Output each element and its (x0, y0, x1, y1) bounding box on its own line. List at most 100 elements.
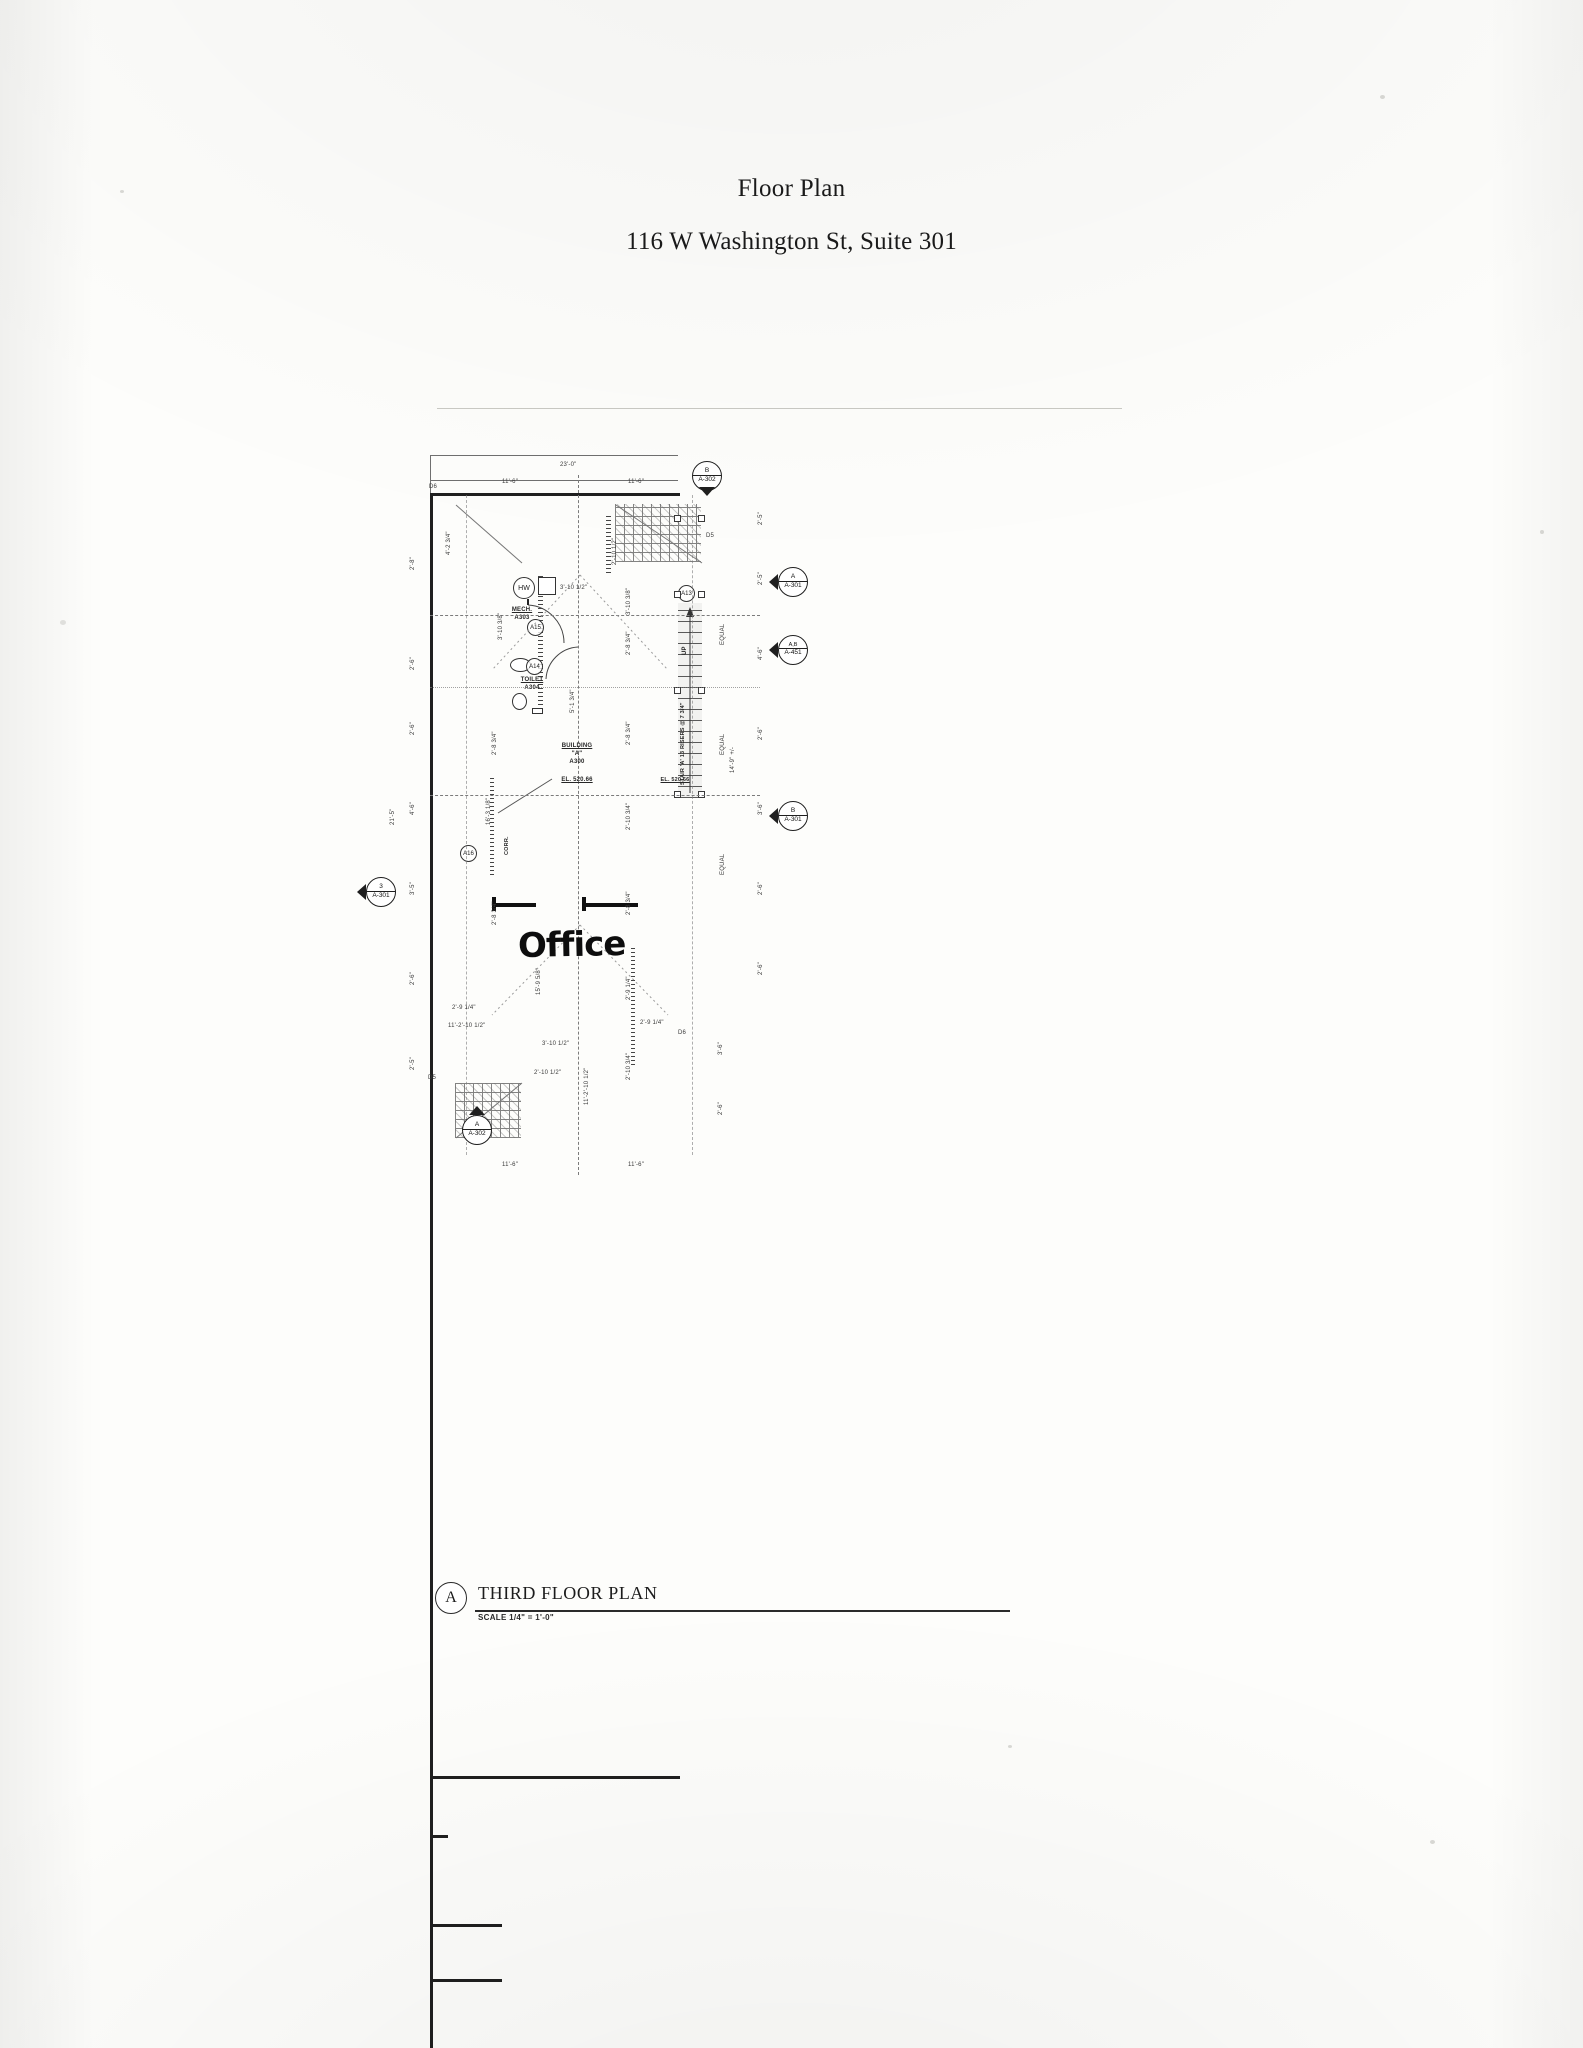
dim-interior-13: 2'-10 3/4" (626, 1052, 632, 1080)
toilet-accessory (532, 708, 543, 714)
scan-speck (1540, 530, 1544, 534)
grid-line-horizontal-a (430, 615, 760, 616)
section-pointer-icon (699, 487, 715, 496)
architectural-drawing: 23'-0" 11'-6" 11'-6" D6 (357, 455, 1150, 2048)
detail-bubble-a15[interactable]: A15 (527, 619, 544, 636)
scan-speck (1008, 1745, 1012, 1748)
dim-left-overall: 21'-5" (390, 808, 396, 825)
exterior-wall-right (430, 1136, 433, 1776)
building-designation: "A" (571, 751, 583, 757)
dim-line-top-overall (430, 455, 678, 456)
detail-bubble-a16[interactable]: A16 (460, 845, 477, 862)
elevation-label: EL. 520.66 (561, 777, 593, 783)
grid-line-horizontal-c (430, 687, 760, 688)
page-subtitle: 116 W Washington St, Suite 301 (626, 228, 957, 255)
scan-speck (1380, 95, 1385, 99)
dim-right-seg-7: 2'-6" (758, 962, 764, 975)
dim-tick (430, 456, 431, 468)
section-marker-sheet: A-451 (779, 648, 807, 657)
mech-door-swing-icon (527, 599, 565, 644)
mech-wall-hatch (538, 573, 543, 713)
dim-interior-11: 2'-8 3/4" (626, 891, 632, 915)
beam-symbol-left (492, 903, 536, 907)
room-label-mech: MECH. (511, 607, 533, 613)
dim-left-seg-5: 3'-5" (410, 882, 416, 895)
beam-end-right (582, 897, 586, 911)
diagonal-construction-lines (455, 504, 703, 1139)
detail-bubble-a14[interactable]: A14 (526, 658, 543, 675)
section-marker-sheet: A-302 (463, 1129, 491, 1138)
dim-left-seg-4: 4'-6" (410, 802, 416, 815)
dim-top-overall: 23'-0" (560, 462, 577, 468)
exterior-wall-left-inner (430, 1779, 433, 1835)
scan-speck (1430, 1840, 1435, 1844)
hw-water-heater-symbol: HW (513, 577, 535, 599)
section-pointer-icon (469, 1106, 485, 1115)
elevation-label-right: EL. 520.66 (660, 777, 690, 783)
dim-right-seg-2: 2'-5" (758, 572, 764, 585)
dim-left-seg-2: 2'-6" (410, 657, 416, 670)
grid-line-vertical-right (692, 495, 693, 1155)
dim-interior-9: 2'-8 3/4" (626, 721, 632, 745)
section-marker-id: B (704, 467, 710, 475)
dim-interior-12: 2'-9 1/4" (626, 976, 632, 1000)
handwritten-office-annotation: Office (517, 923, 626, 967)
dim-line-top-bays (430, 480, 678, 481)
wall-step (430, 1835, 448, 1838)
mech-room-wall-left (430, 1927, 433, 1979)
grid-node (698, 515, 705, 522)
dim-left-seg-1: 2'-8" (410, 557, 416, 570)
section-marker-id: A (474, 1121, 480, 1129)
section-pointer-icon (769, 642, 778, 658)
mech-equipment-symbol (538, 577, 556, 595)
water-closet-fixture (512, 693, 527, 710)
dim-right-seg-3: 4'-6" (758, 647, 764, 660)
left-wall-hatch (490, 777, 494, 875)
dim-bottom-left-bay: 11'-6" (502, 1162, 519, 1168)
chase-wall-hatch (606, 515, 611, 573)
header-divider (437, 408, 1122, 409)
section-pointer-icon (769, 808, 778, 824)
section-marker-ab-a451[interactable]: A,B A-451 (769, 635, 808, 665)
section-marker-id: A,B (788, 641, 798, 648)
room-label-toilet: TOILET (520, 677, 544, 683)
grid-node (698, 591, 705, 598)
right-wall-hatch (631, 945, 635, 1065)
section-marker-3-a301[interactable]: 3 A-301 (357, 877, 396, 907)
building-label: BUILDING (561, 743, 593, 749)
grid-node (674, 515, 681, 522)
dim-interior-22: 2'-9 1/4" (640, 1020, 664, 1026)
door-tag-d6-lower: D6 (678, 1030, 687, 1036)
mech-room-wall-top (430, 1924, 502, 1927)
section-marker-a-a302-bottom[interactable]: A A-302 (462, 1106, 492, 1145)
grid-node (674, 591, 681, 598)
dim-interior-10: 2'-10 3/4" (626, 802, 632, 830)
dim-interior-20: 11'-2'-10 1/2" (448, 1023, 486, 1029)
drawing-title-block: A THIRD FLOOR PLAN SCALE 1/4" = 1'-0" (435, 1580, 1015, 1640)
section-marker-a-a301[interactable]: A A-301 (769, 567, 808, 597)
section-pointer-icon (769, 574, 778, 590)
beam-symbol-right (582, 903, 638, 907)
room-number-toilet: A304 (524, 685, 540, 691)
dim-right-seg-1: 2'-5" (758, 512, 764, 525)
dim-right-seg-4: 2'-6" (758, 727, 764, 740)
hw-label: HW (518, 584, 530, 592)
dim-right-seg-9: 2'-6" (718, 1102, 724, 1115)
mech-room-wall-bottom (430, 1979, 502, 1982)
dim-left-seg-6: 2'-6" (410, 972, 416, 985)
wall-step (430, 1838, 433, 1924)
section-marker-b-a301[interactable]: B A-301 (769, 801, 808, 831)
dim-interior-6: 2'-8 3/4" (492, 731, 498, 755)
dim-interior-19: 2'-10 1/2" (534, 1070, 562, 1076)
dim-interior-8: 3'-10 3/8" (626, 587, 632, 615)
section-marker-sheet: A-302 (693, 475, 721, 484)
door-tag-d5-bottom: D5 (428, 1075, 437, 1081)
dim-interior-18: 2'-9 1/4" (452, 1005, 476, 1011)
exterior-wall-left (430, 496, 433, 1136)
dim-interior-15: 15'-9 5/8" (536, 967, 542, 995)
section-marker-b-a302[interactable]: B A-302 (692, 461, 722, 496)
dim-interior-17: 3'-10 1/2" (542, 1041, 570, 1047)
page-title: Floor Plan (737, 175, 846, 202)
dim-interior-7: 2'-8 3/4" (626, 631, 632, 655)
